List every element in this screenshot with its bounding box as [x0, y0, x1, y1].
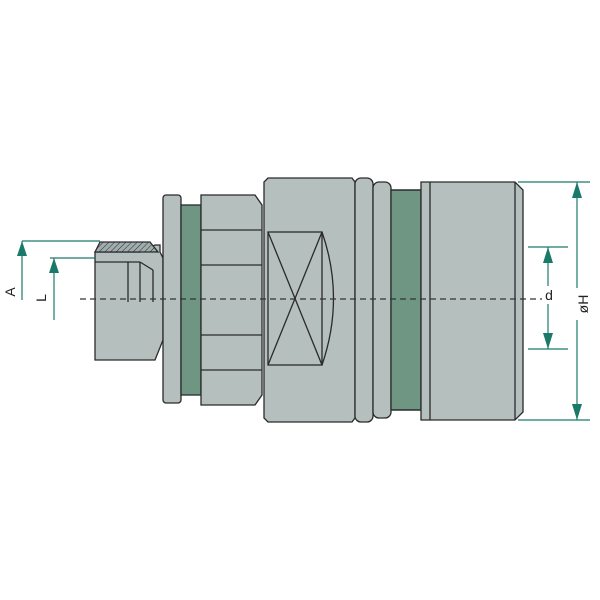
- flat-arc: [321, 231, 335, 366]
- h-label-bg: [570, 288, 584, 320]
- flange: [162, 194, 263, 406]
- label-h: øH: [575, 295, 591, 314]
- nipple-end: [93, 241, 164, 361]
- flange-seal: [180, 204, 202, 396]
- threaded-end: [420, 181, 524, 421]
- ring-1: [354, 177, 374, 423]
- sleeve: [263, 177, 422, 423]
- hex-nut: [200, 194, 263, 406]
- dim-d-arrow-bottom: [543, 333, 553, 349]
- label-a: A: [2, 287, 18, 297]
- thread-body: [420, 181, 524, 421]
- label-l: L: [33, 294, 49, 302]
- label-d: d: [545, 287, 553, 303]
- dim-a-arrow: [17, 241, 27, 256]
- ring-2: [372, 181, 392, 419]
- dim-h-arrow-top: [572, 182, 582, 198]
- nipple-knurl: [93, 241, 160, 253]
- d-label-bg: [542, 286, 556, 304]
- dim-d-arrow-top: [543, 247, 553, 263]
- body-seal: [390, 189, 422, 411]
- dim-h-arrow-bottom: [572, 404, 582, 420]
- nipple-chamfer: [139, 261, 154, 271]
- dim-l-arrow: [49, 258, 59, 273]
